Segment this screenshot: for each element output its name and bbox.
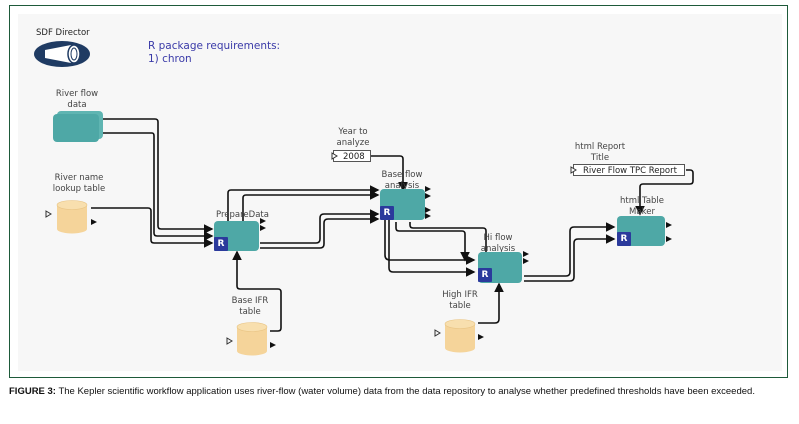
wire-year bbox=[370, 155, 408, 192]
r-badge: R bbox=[214, 237, 228, 251]
label-line: analysis bbox=[384, 181, 420, 191]
label-line: Year to bbox=[338, 127, 368, 137]
label-line: Hi flow bbox=[483, 233, 513, 243]
label-line: Maker bbox=[629, 207, 655, 217]
wire-title bbox=[635, 169, 694, 216]
label-line: Base IFR bbox=[231, 296, 269, 306]
base-ifr-table-database-icon[interactable] bbox=[236, 322, 268, 356]
port-table-out2 bbox=[666, 236, 672, 242]
label-line: High IFR bbox=[442, 290, 478, 300]
high-ifr-table-database-icon[interactable] bbox=[444, 319, 476, 353]
figure-caption: FIGURE 3: The Kepler scientific workflow… bbox=[9, 386, 794, 398]
river-name-lookup-label: River name lookup table bbox=[49, 173, 109, 195]
port-table-out1 bbox=[666, 222, 672, 228]
html-report-title-label: html Report Title bbox=[572, 142, 628, 164]
hi-flow-analysis-label: Hi flow analysis bbox=[474, 233, 522, 255]
label-line: Base flow bbox=[381, 170, 423, 180]
label-line: html Table bbox=[619, 196, 665, 206]
port-base-out2 bbox=[425, 193, 431, 199]
label-line: River name bbox=[54, 173, 104, 183]
base-ifr-table-label: Base IFR table bbox=[228, 296, 272, 318]
label-line: table bbox=[239, 307, 261, 317]
label-line: analysis bbox=[480, 244, 516, 254]
river-flow-data-node[interactable] bbox=[53, 111, 103, 142]
port-highifr-out2 bbox=[478, 334, 484, 340]
html-report-title-parameter[interactable]: River Flow TPC Report bbox=[573, 164, 685, 176]
port-prep-out1 bbox=[260, 218, 266, 224]
wire-base-hi-top1 bbox=[395, 222, 470, 262]
base-flow-analysis-label: Base flow analysis bbox=[378, 170, 426, 192]
wire-base-hi-top2 bbox=[409, 222, 491, 262]
wire-highifr bbox=[478, 282, 504, 324]
label-line: River flow bbox=[55, 89, 99, 99]
port-base-out1 bbox=[425, 186, 431, 192]
port-baseifr-in bbox=[226, 337, 233, 345]
year-to-analyze-label: Year to analyze bbox=[333, 127, 373, 149]
wire-rivername bbox=[91, 207, 214, 248]
label-line: data bbox=[67, 100, 87, 110]
river-flow-data-label: River flow data bbox=[52, 89, 102, 111]
sdf-director-icon[interactable] bbox=[33, 40, 91, 68]
prepare-data-label: PrepareData bbox=[216, 210, 269, 220]
port-base-out3 bbox=[425, 207, 431, 213]
wire-prep-base-2 bbox=[260, 214, 380, 249]
r-badge: R bbox=[380, 206, 394, 220]
html-table-maker-label: html Table Maker bbox=[617, 196, 667, 218]
wire-prep-base-top2 bbox=[242, 190, 380, 224]
r-badge: R bbox=[617, 232, 631, 246]
r-badge: R bbox=[478, 268, 492, 282]
port-hi-out1 bbox=[523, 251, 529, 257]
river-name-lookup-database-icon[interactable] bbox=[56, 200, 88, 234]
r-requirements-note: R package requirements: 1) chron bbox=[148, 40, 280, 66]
wire-base-hi-2 bbox=[380, 210, 476, 277]
port-hi-out2 bbox=[523, 258, 529, 264]
wire-prep-base-1 bbox=[260, 209, 380, 244]
param-input-port-icon bbox=[331, 152, 338, 160]
wire-prep-base-top1 bbox=[227, 185, 380, 224]
label-line: html Report bbox=[574, 142, 626, 152]
wire-hi-table-1 bbox=[524, 222, 616, 277]
high-ifr-table-label: High IFR table bbox=[437, 290, 483, 312]
label-line: table bbox=[449, 301, 471, 311]
wire-hi-table-2 bbox=[524, 234, 616, 282]
label-line: lookup table bbox=[52, 184, 106, 194]
label-line: Title bbox=[590, 153, 610, 163]
note-line-2: 1) chron bbox=[148, 53, 192, 65]
port-base-out4 bbox=[425, 213, 431, 219]
caption-prefix: FIGURE 3: bbox=[9, 386, 56, 397]
port-rivername-in bbox=[45, 210, 52, 218]
port-rivername-out2 bbox=[91, 219, 97, 225]
director-label: SDF Director bbox=[36, 28, 90, 38]
wire-riverflow-1 bbox=[103, 118, 214, 234]
label-line: analyze bbox=[336, 138, 370, 148]
caption-text: The Kepler scientific workflow applicati… bbox=[55, 386, 755, 397]
note-line-1: R package requirements: bbox=[148, 40, 281, 52]
port-baseifr-out2 bbox=[270, 342, 276, 348]
wire-riverflow-2 bbox=[103, 132, 214, 241]
param-input-port-icon bbox=[570, 166, 577, 174]
wire-baseifr bbox=[232, 250, 282, 332]
port-prep-out2 bbox=[260, 225, 266, 231]
port-highifr-in bbox=[434, 329, 441, 337]
